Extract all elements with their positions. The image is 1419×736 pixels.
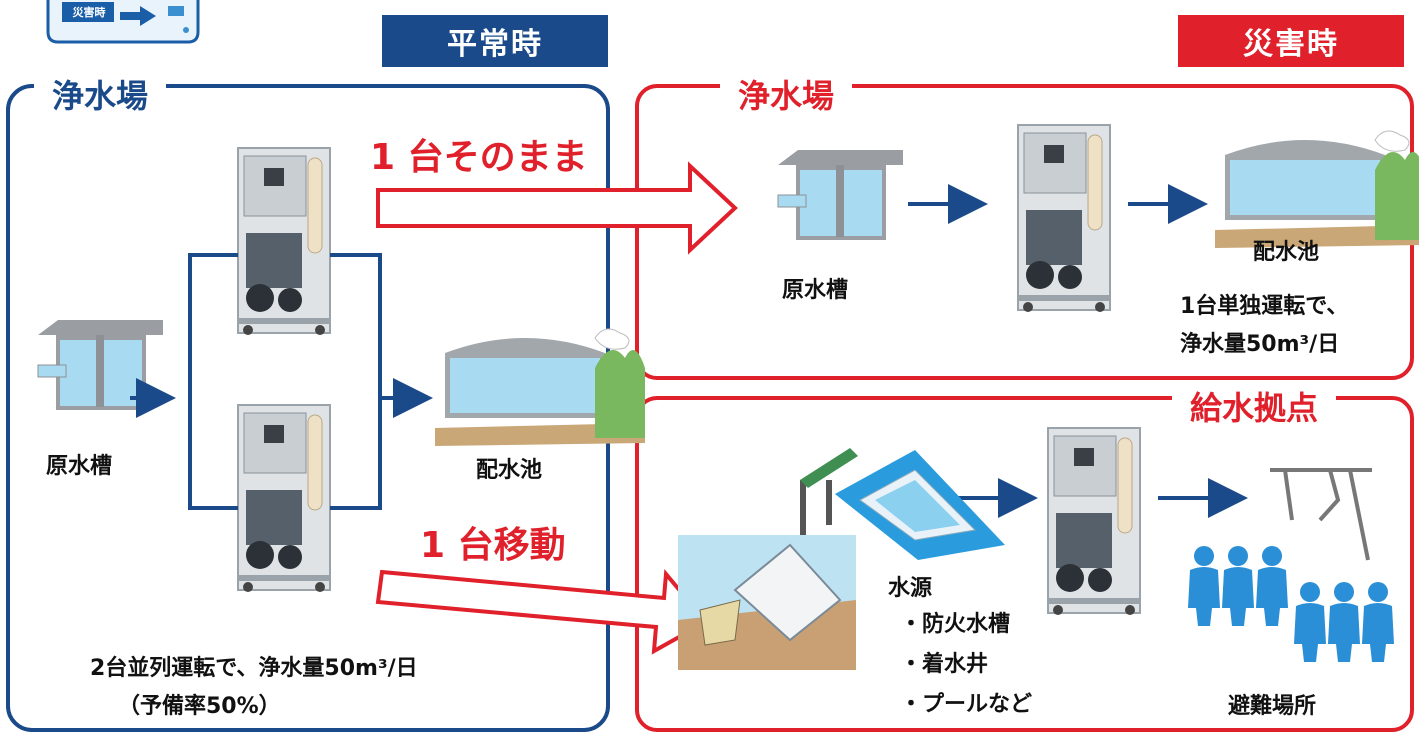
water-source-item: ・防火水槽 [900, 612, 1011, 637]
disaster-pond-label: 配水池 [1253, 240, 1320, 265]
water-source-title: 水源 [888, 576, 933, 601]
normal-raw-tank-label: 原水槽 [46, 454, 113, 479]
water-source-item: ・プールなど [900, 692, 1033, 717]
normal-header: 平常時 [447, 27, 543, 62]
water-source-item: ・着水井 [900, 652, 989, 677]
water-stand-icon [1270, 468, 1372, 561]
disaster-header: 災害時 [1243, 27, 1339, 62]
supply-point-title: 給水拠点 [1172, 390, 1337, 426]
disaster-note-line2: 浄水量50m³/日 [1180, 332, 1340, 357]
keep-arrow-label: 1 台そのまま [370, 137, 588, 178]
icon-badge-text: 災害時 [72, 6, 106, 19]
move-arrow-label: 1 台移動 [420, 525, 566, 566]
evacuee-icons [1188, 546, 1394, 662]
disaster-icon [46, 0, 200, 44]
supply-panel-frame [635, 396, 1414, 732]
normal-note-line2: （予備率50%） [118, 694, 281, 719]
disaster-note-line1: 1台単独運転で、 [1180, 294, 1349, 319]
keep-arrow [376, 161, 738, 255]
collapsed-building [678, 535, 856, 670]
disaster-header-box [1178, 15, 1404, 67]
shelter-label: 避難場所 [1228, 694, 1317, 719]
pool-illustration [800, 448, 1005, 560]
normal-note-line1: 2台並列運転で、浄水量50m³/日 [90, 656, 418, 681]
normal-header-box [382, 15, 608, 67]
disaster-plant-title: 浄水場 [720, 78, 853, 114]
disaster-raw-tank-label: 原水槽 [782, 278, 849, 303]
normal-plant-title: 浄水場 [34, 78, 167, 114]
move-arrow [375, 568, 710, 655]
normal-pond-label: 配水池 [476, 458, 543, 483]
